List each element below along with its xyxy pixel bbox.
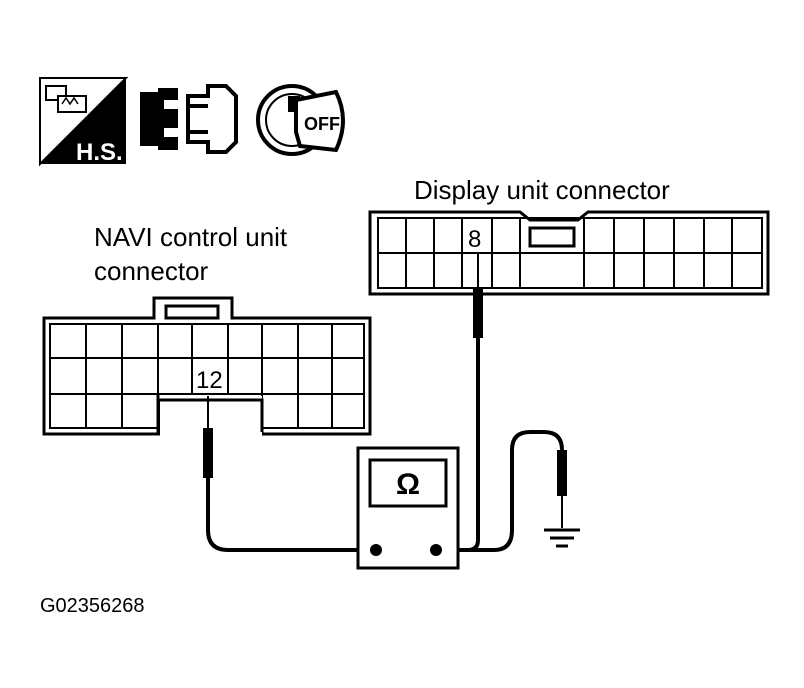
display-pin-label: 8 [468, 226, 481, 253]
ohm-symbol: Ω [396, 468, 420, 501]
navi-connector-label-line2: connector [94, 256, 209, 286]
meter-terminal-positive [430, 544, 442, 556]
meter-terminal-negative [370, 544, 382, 556]
ignition-key-off-icon: OFF [256, 84, 345, 156]
navi-control-unit-connector: 12 [42, 296, 372, 436]
ground-symbol-icon [544, 528, 580, 548]
navi-probe-lead [203, 396, 376, 552]
harness-icon-label: H.S. [76, 139, 123, 166]
display-unit-connector: 8 [368, 210, 770, 296]
display-connector-label: Display unit connector [414, 175, 670, 205]
ignition-icon-label: OFF [304, 114, 340, 134]
ohmmeter: Ω [356, 446, 460, 570]
figure-code: G02356268 [40, 595, 145, 617]
navi-connector-label-line1: NAVI control unit [94, 222, 288, 252]
navi-pin-label: 12 [196, 367, 223, 394]
disconnected-connector-icon [140, 84, 238, 154]
ground-probe-lead [436, 430, 567, 552]
harness-connector-icon: H.S. [39, 77, 129, 167]
